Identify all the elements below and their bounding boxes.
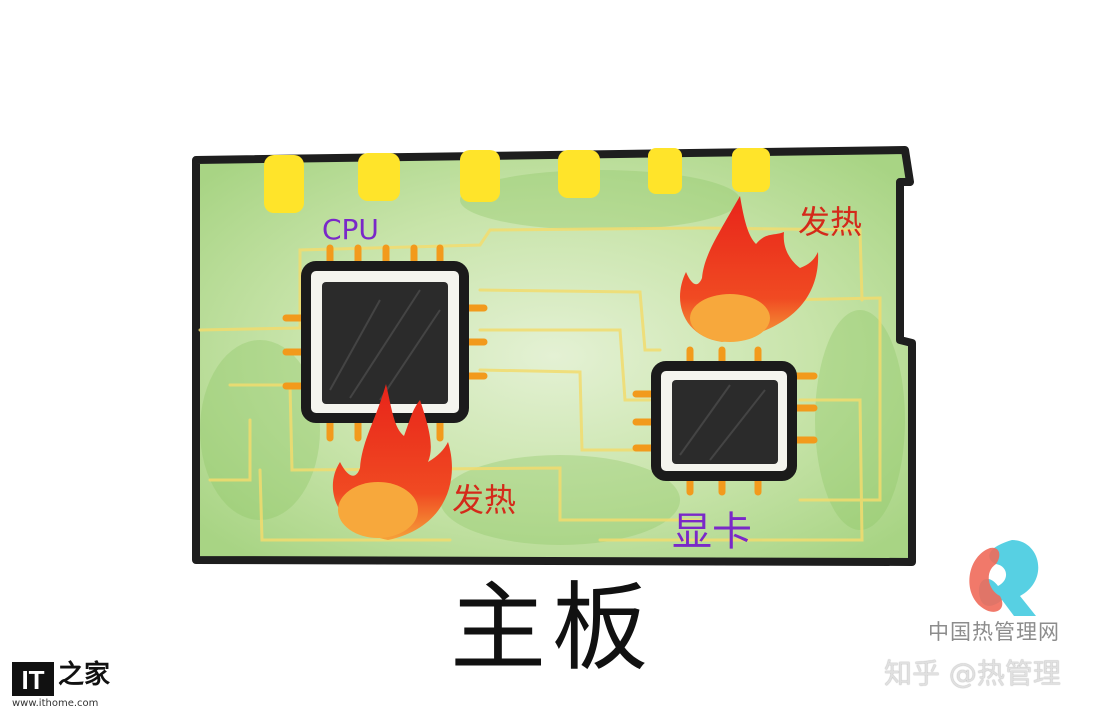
cpu-label: CPU (322, 213, 379, 246)
flame-icon (332, 384, 452, 540)
gpu-heat-label: 发热 (798, 203, 863, 241)
thermal-logo-icon (969, 540, 1039, 616)
flame-icon (680, 196, 819, 342)
memory-slots (264, 148, 770, 213)
gpu-chip (651, 361, 797, 481)
gpu-label: 显卡 (672, 509, 752, 555)
cpu-chip (301, 261, 469, 423)
ithome-logo-icon: IT (12, 662, 54, 696)
author-watermark: 知乎 @热管理 (884, 657, 1061, 690)
ithome-url: www.ithome.com (12, 698, 99, 709)
svg-text:IT: IT (21, 665, 44, 695)
cpu-heat-label: 发热 (452, 481, 517, 519)
circuit-traces (198, 226, 882, 542)
ithome-logo-text: 之家 (58, 660, 111, 690)
diagram-title: 主板 (450, 572, 654, 684)
site-watermark: 中国热管理网 (928, 620, 1060, 644)
